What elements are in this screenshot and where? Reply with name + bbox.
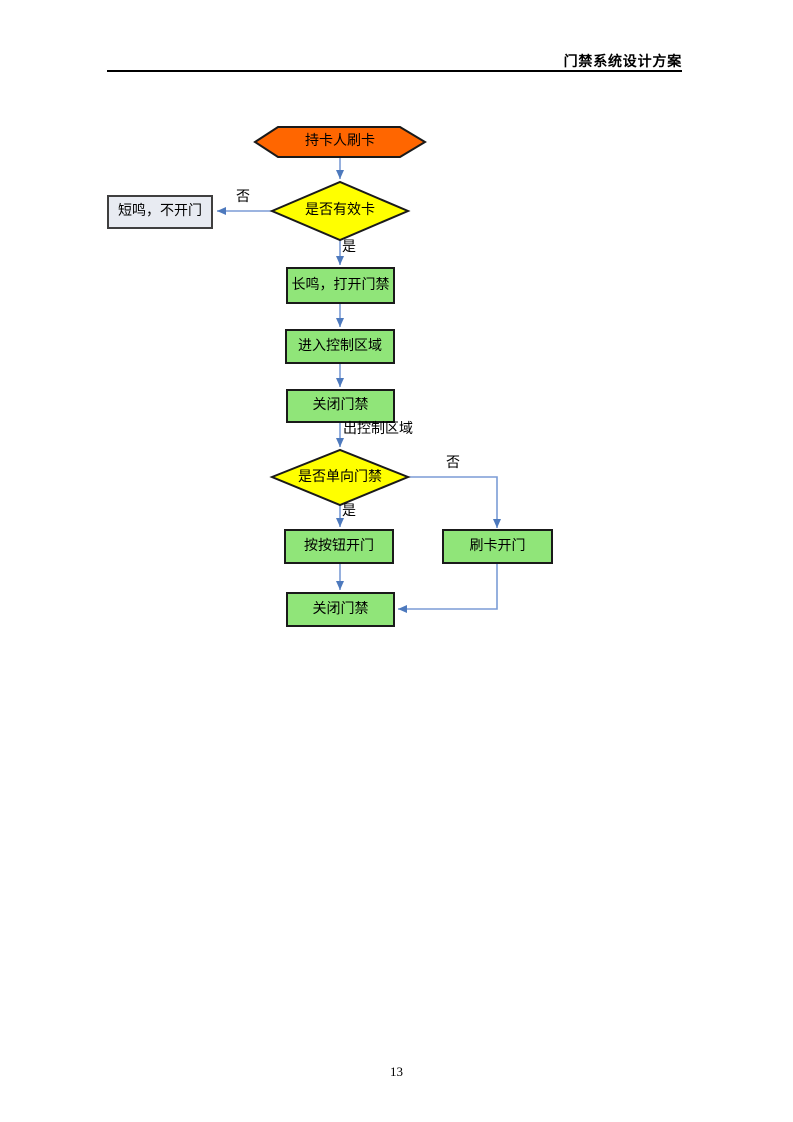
node-start-hexagon xyxy=(253,126,427,158)
header-title: 门禁系统设计方案 xyxy=(563,55,682,70)
node-closedoor2-label: 关闭门禁 xyxy=(312,601,369,617)
node-validcard-diamond xyxy=(269,180,411,242)
node-pressbutton-label: 按按钮开门 xyxy=(304,538,374,554)
node-closedoor2-rect xyxy=(286,592,395,627)
header-rule xyxy=(107,70,682,72)
page-number: 13 xyxy=(390,1064,403,1079)
edge-label-no-2: 否 xyxy=(446,456,460,471)
node-longbeep-rect xyxy=(286,267,395,304)
edge-label-yes-2: 是 xyxy=(342,504,356,519)
connector-oneway-no-to-swipeopen xyxy=(408,476,501,528)
node-closedoor1-rect xyxy=(286,389,395,423)
node-validcard-label: 是否有效卡 xyxy=(305,203,375,218)
edge-label-no-1: 否 xyxy=(236,190,250,205)
connector-swipeopen-to-closedoor2 xyxy=(398,563,498,613)
node-enterarea-label: 进入控制区域 xyxy=(298,338,382,354)
node-pressbutton-rect xyxy=(284,529,394,564)
edge-label-yes-1: 是 xyxy=(342,240,356,255)
node-enterarea-rect xyxy=(285,329,395,364)
node-shortbeep-rect xyxy=(107,195,213,229)
node-closedoor1-label: 关闭门禁 xyxy=(312,398,369,413)
node-longbeep-label: 长鸣，打开门禁 xyxy=(291,277,390,293)
node-swipeopen-rect xyxy=(442,529,553,564)
edge-label-exit-area: 出控制区域 xyxy=(343,422,413,437)
node-swipeopen-label: 刷卡开门 xyxy=(469,538,526,554)
node-oneway-diamond xyxy=(269,448,411,507)
node-oneway-label: 是否单向门禁 xyxy=(298,469,382,485)
node-shortbeep-label: 短鸣，不开门 xyxy=(118,204,202,219)
node-start-label: 持卡人刷卡 xyxy=(305,134,375,149)
